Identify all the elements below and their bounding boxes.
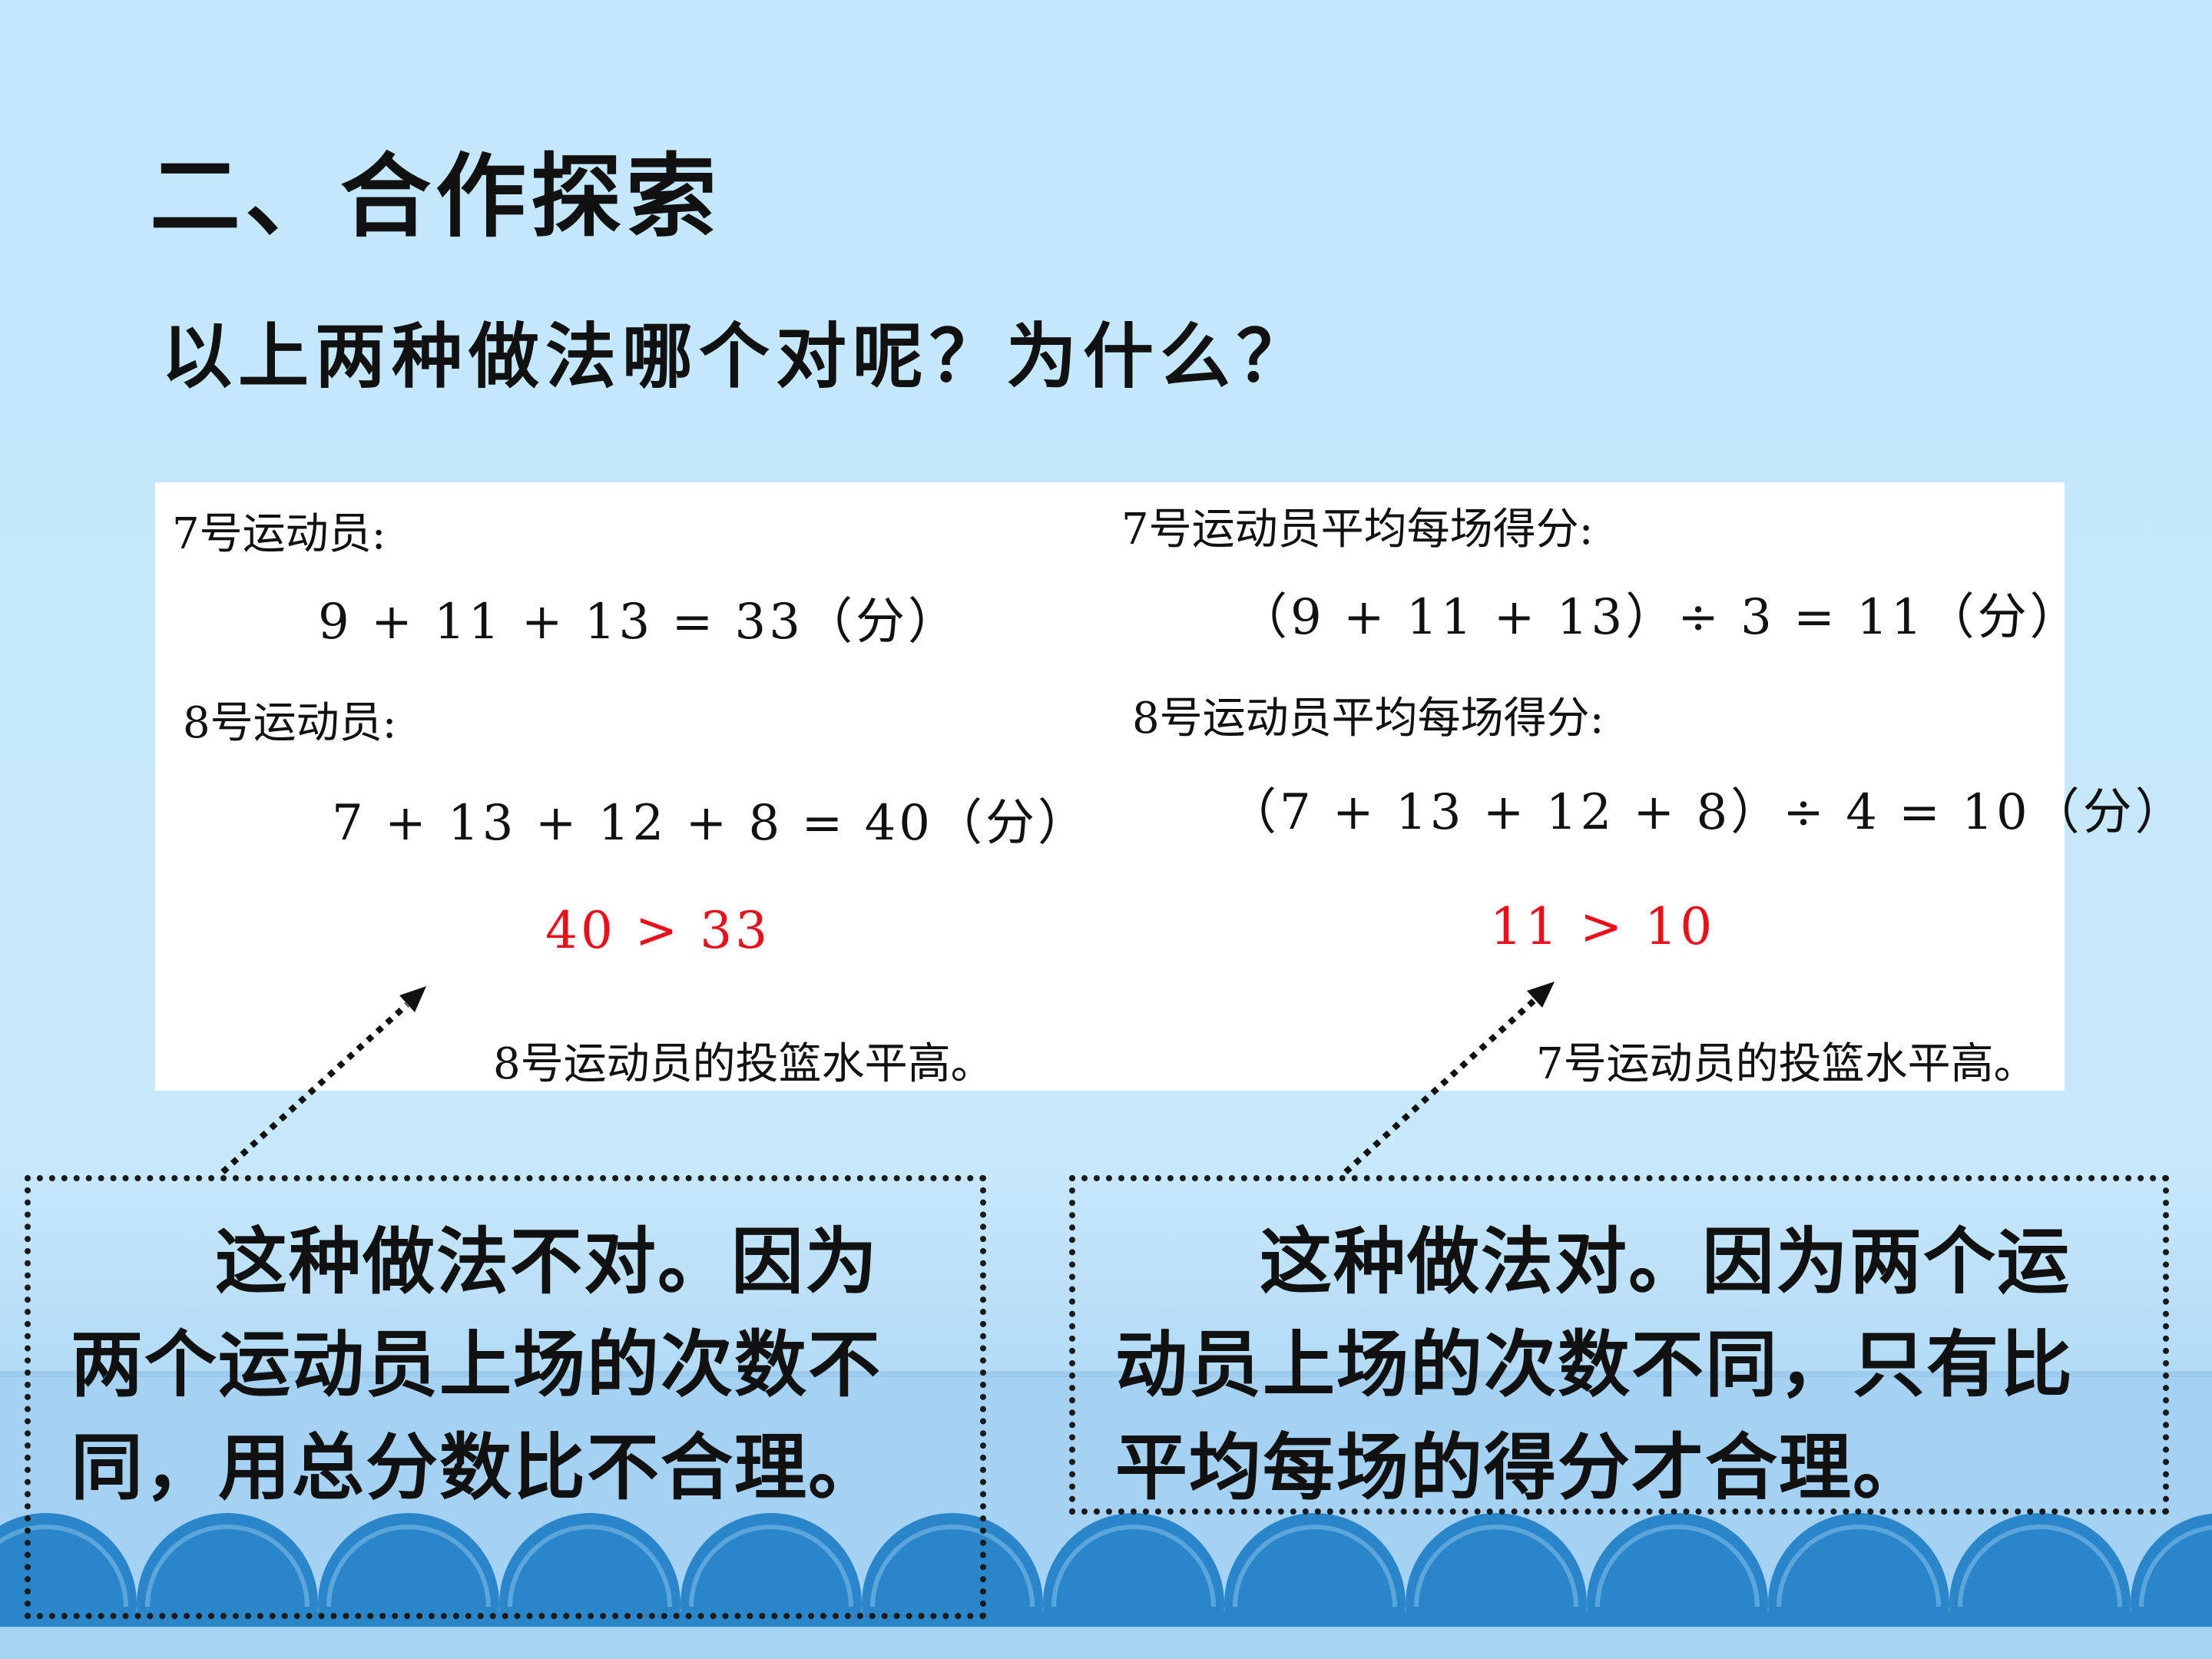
total-conclusion: 8号运动员的投篮水平高。 bbox=[493, 1039, 994, 1089]
page-title: 二、合作探索 bbox=[150, 143, 722, 250]
wave-highlight bbox=[1051, 1525, 1216, 1608]
wave-highlight bbox=[1958, 1525, 2122, 1608]
total-score-panel: 7号运动员: 9 + 11 + 13 = 33（分） 8号运动员: 7 + 13… bbox=[155, 482, 1114, 1091]
wave-highlight bbox=[508, 1525, 672, 1608]
wave-highlight bbox=[689, 1525, 853, 1608]
total-comparison: 40 > 33 bbox=[545, 901, 771, 960]
player7-average-equation: （9 + 11 + 13）÷ 3 = 11（分） bbox=[1238, 589, 2082, 646]
wave-highlight bbox=[870, 1525, 1035, 1608]
average-comparison: 11 > 10 bbox=[1490, 897, 1716, 956]
wave-highlight bbox=[1233, 1525, 1397, 1608]
player7-total-equation: 9 + 11 + 13 = 33（分） bbox=[318, 594, 960, 651]
wave-highlight bbox=[2139, 1525, 2212, 1608]
wave-highlight bbox=[1777, 1525, 1941, 1608]
wave-highlight bbox=[326, 1525, 491, 1608]
player8-average-label: 8号运动员平均每场得分: bbox=[1132, 694, 1604, 743]
player8-total-equation: 7 + 13 + 12 + 8 = 40（分） bbox=[332, 795, 1090, 852]
wrong-method-callout: 这种做法不对。因为两个运动员上场的次数不同，用总分数比不合理。 bbox=[25, 1175, 986, 1619]
player7-average-label: 7号运动员平均每场得分: bbox=[1121, 505, 1594, 555]
average-score-panel: 7号运动员平均每场得分: （9 + 11 + 13）÷ 3 = 11（分） 8号… bbox=[1106, 482, 2184, 1091]
player8-average-equation: （7 + 13 + 12 + 8）÷ 4 = 10（分） bbox=[1227, 784, 2187, 841]
correct-method-callout: 这种做法对。因为两个运动员上场的次数不同，只有比平均每场的得分才合理。 bbox=[1069, 1175, 2169, 1515]
wave-bottom-band bbox=[0, 1627, 2212, 1659]
player8-label: 8号运动员: bbox=[183, 698, 397, 748]
wave-highlight bbox=[0, 1525, 128, 1608]
wave-highlight bbox=[1595, 1525, 1760, 1608]
question-text: 以上两种做法哪个对呢？为什么？ bbox=[161, 315, 1314, 398]
wave-highlight bbox=[145, 1525, 310, 1608]
player7-label: 7号运动员: bbox=[172, 509, 386, 559]
average-conclusion: 7号运动员的投篮水平高。 bbox=[1536, 1039, 2037, 1089]
wave-highlight bbox=[1414, 1525, 1578, 1608]
